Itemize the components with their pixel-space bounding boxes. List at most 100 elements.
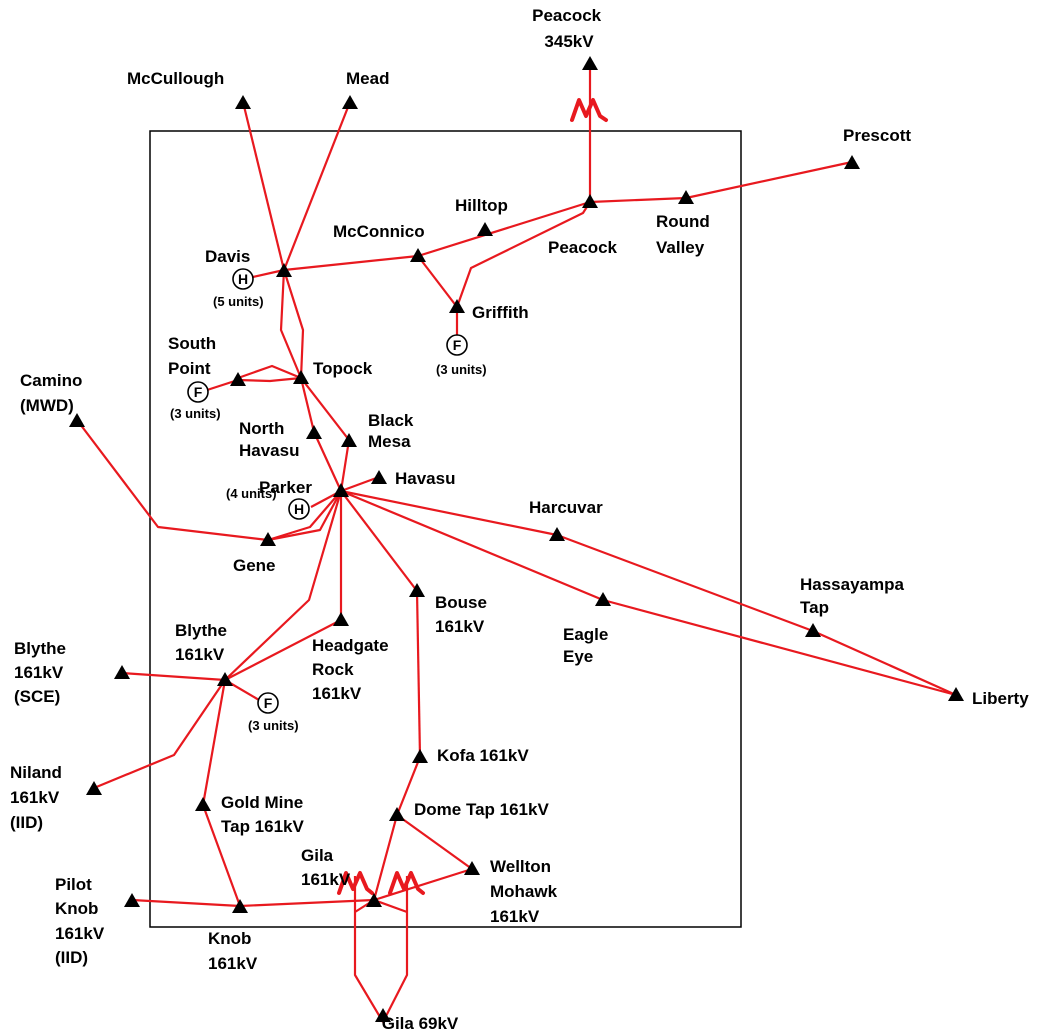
node-hassayampa-tap [805,623,821,637]
node-round-valley [678,190,694,204]
line-davis-mead [282,101,352,271]
label-peacock-345: Peacock 345kV [532,6,606,51]
label-bouse: Bouse 161kV [435,593,492,636]
label-hassayampa-tap: Hassayampa Tap [800,575,909,617]
node-prescott [844,155,860,169]
line-mcconnico-peacock [417,200,591,258]
griffith-gen-type: F [453,337,462,353]
label-davis: Davis [205,247,250,266]
label-gila: Gila 161kV [301,846,351,889]
blythe-gen-icon [257,692,279,714]
node-parker [333,483,349,497]
blythe-gen-type: F [264,695,273,711]
label-mcconnico: McConnico [333,222,425,241]
line-gila-wellton [373,867,473,902]
blythe-gen-units: (3 units) [248,718,299,733]
line-parker-harcuvar [340,489,957,697]
line-gene-parker-a [267,490,342,542]
node-harcuvar [549,527,565,541]
node-peacock [582,194,598,208]
gila-transformer-right-icon [388,871,425,895]
line-knob-gila [239,898,375,908]
label-north-havasu: North Havasu [239,419,299,460]
node-hilltop [477,222,493,236]
peacock-transformer-icon [570,98,608,122]
line-parker-blythe [224,490,343,681]
line-davis-mccullough [241,101,286,271]
label-topock: Topock [313,359,373,378]
transmission-lines [76,65,957,1023]
node-bouse [409,583,425,597]
label-mead: Mead [346,69,389,88]
label-peacock: Peacock [548,238,618,257]
label-gila-69: Gila 69kV [382,1014,459,1033]
label-niland: Niland 161kV (IID) [10,763,67,832]
gila-transformer-left-icon [337,871,374,895]
line-dome-wellton [396,814,473,870]
line-topock-parker-a [299,377,343,492]
node-gila-69 [375,1008,391,1022]
node-havasu [371,470,387,484]
line-mcconnico-griffith [417,255,458,308]
node-liberty [948,687,964,701]
node-mccullough [235,95,251,109]
node-kofa [412,749,428,763]
line-davis-gen [252,268,285,279]
label-liberty: Liberty [972,689,1029,708]
label-harcuvar: Harcuvar [529,498,603,517]
node-gila [366,893,382,907]
line-blythe-blythesce [121,671,226,682]
label-hilltop: Hilltop [455,196,508,215]
node-gene [260,532,276,546]
node-north-havasu [306,425,322,439]
line-bouse-kofa [415,590,422,758]
label-blythe-sce: Blythe 161kV (SCE) [14,639,71,706]
node-blythe-sce [114,665,130,679]
node-pilot-knob [124,893,140,907]
south-point-gen-type: F [194,384,203,400]
line-parker-havasu [340,475,380,493]
south-point-gen-icon [187,381,209,403]
node-black-mesa [341,433,357,447]
line-headgate-blythe [224,619,342,681]
griffith-gen-icon [446,334,468,356]
line-topock-parker-b [300,377,351,492]
griffith-gen-units: (3 units) [436,362,487,377]
label-dome-tap: Dome Tap 161kV [414,800,549,819]
line-parker-bouse [340,490,418,592]
line-topock-southpoint-a [237,364,302,380]
line-blythe-niland [93,679,226,790]
label-round-valley: Round Valley [656,212,715,257]
label-headgate-rock: Headgate Rock 161kV [312,636,393,703]
label-pilot-knob: Pilot Knob 161kV (IID) [55,875,109,967]
label-mccullough: McCullough [127,69,224,88]
label-havasu: Havasu [395,469,455,488]
node-mcconnico [410,248,426,262]
node-south-point [230,372,246,386]
node-davis [276,263,292,277]
node-niland [86,781,102,795]
line-davis-topock-b [282,269,305,379]
parker-gen-type: H [294,501,304,517]
parker-gen-icon [288,498,310,520]
label-parker: Parker [259,478,312,497]
line-southpoint-gen [203,378,239,393]
label-knob: Knob 161kV [208,929,258,973]
label-wellton-mohawk: Wellton Mohawk 161kV [490,857,562,926]
node-gold-mine-tap [195,797,211,811]
label-kofa: Kofa 161kV [437,746,529,765]
node-headgate-rock [333,612,349,626]
davis-gen-icon [232,268,254,290]
label-blythe: Blythe 161kV [175,621,232,664]
area-boundary [149,130,742,928]
label-griffith: Griffith [472,303,529,322]
node-topock [293,370,309,384]
label-eagle-eye: Eagle Eye [563,625,613,666]
line-davis-mcconnico [283,254,419,272]
node-camino [69,413,85,427]
label-south-point: South Point [168,334,221,378]
node-wellton-mohawk [464,861,480,875]
label-black-mesa: Black Mesa [368,411,418,451]
node-mead [342,95,358,109]
